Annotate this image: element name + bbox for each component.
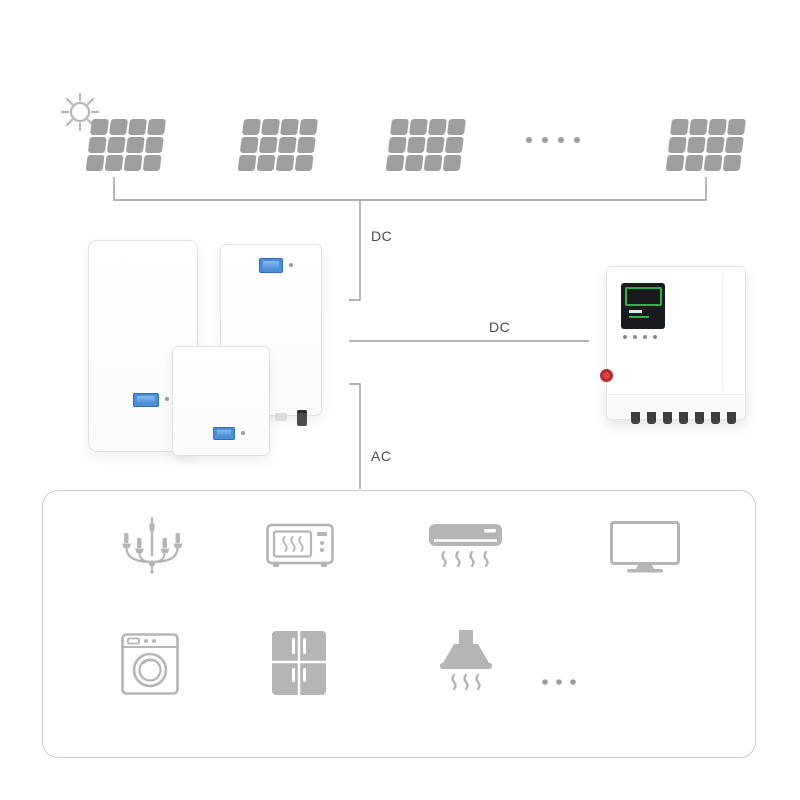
battery-display — [213, 427, 235, 440]
inverter-ports — [631, 412, 736, 424]
solar-panel-icon — [384, 118, 468, 174]
inverter-screen-text — [629, 310, 642, 313]
battery-unit-rear — [220, 244, 322, 426]
battery-display — [133, 393, 159, 407]
pv-bus-line — [113, 177, 707, 201]
battery-indicator-dot — [165, 397, 169, 401]
appliances-panel — [42, 490, 756, 758]
battery-display — [259, 258, 283, 273]
inverter-screen-text — [629, 316, 649, 318]
microwave-icon — [266, 521, 334, 569]
inverter-buttons — [623, 335, 657, 339]
battery-indicator-dot — [241, 431, 245, 435]
inverter — [600, 266, 746, 424]
inverter-bottom-strip — [607, 394, 745, 419]
ac-label-loads: AC — [371, 448, 392, 464]
chandelier-icon — [120, 517, 184, 575]
solar-panel-icon — [664, 118, 748, 174]
dc-label-inverter: DC — [489, 319, 511, 335]
ellipsis-icon — [524, 135, 584, 145]
refrigerator-icon — [271, 630, 327, 696]
battery-foot — [275, 413, 287, 421]
solar-panel-icon — [236, 118, 320, 174]
inverter-screen — [621, 283, 665, 329]
range-hood-icon — [434, 630, 498, 694]
battery-to-loads-line — [349, 383, 361, 489]
pv-to-battery-line — [349, 200, 361, 301]
inverter-dc-switch — [600, 369, 613, 382]
battery-indicator-dot — [289, 263, 293, 267]
battery-unit-front — [172, 346, 270, 456]
inverter-seam — [722, 273, 723, 391]
washing-machine-icon — [121, 633, 179, 695]
air-conditioner-icon — [428, 521, 504, 569]
inverter-screen-frame — [625, 287, 662, 306]
battery-connector — [297, 410, 307, 426]
dc-label-pv: DC — [371, 228, 393, 244]
television-icon — [610, 521, 680, 573]
ellipsis-icon — [540, 677, 580, 687]
solar-panel-icon — [84, 118, 168, 174]
